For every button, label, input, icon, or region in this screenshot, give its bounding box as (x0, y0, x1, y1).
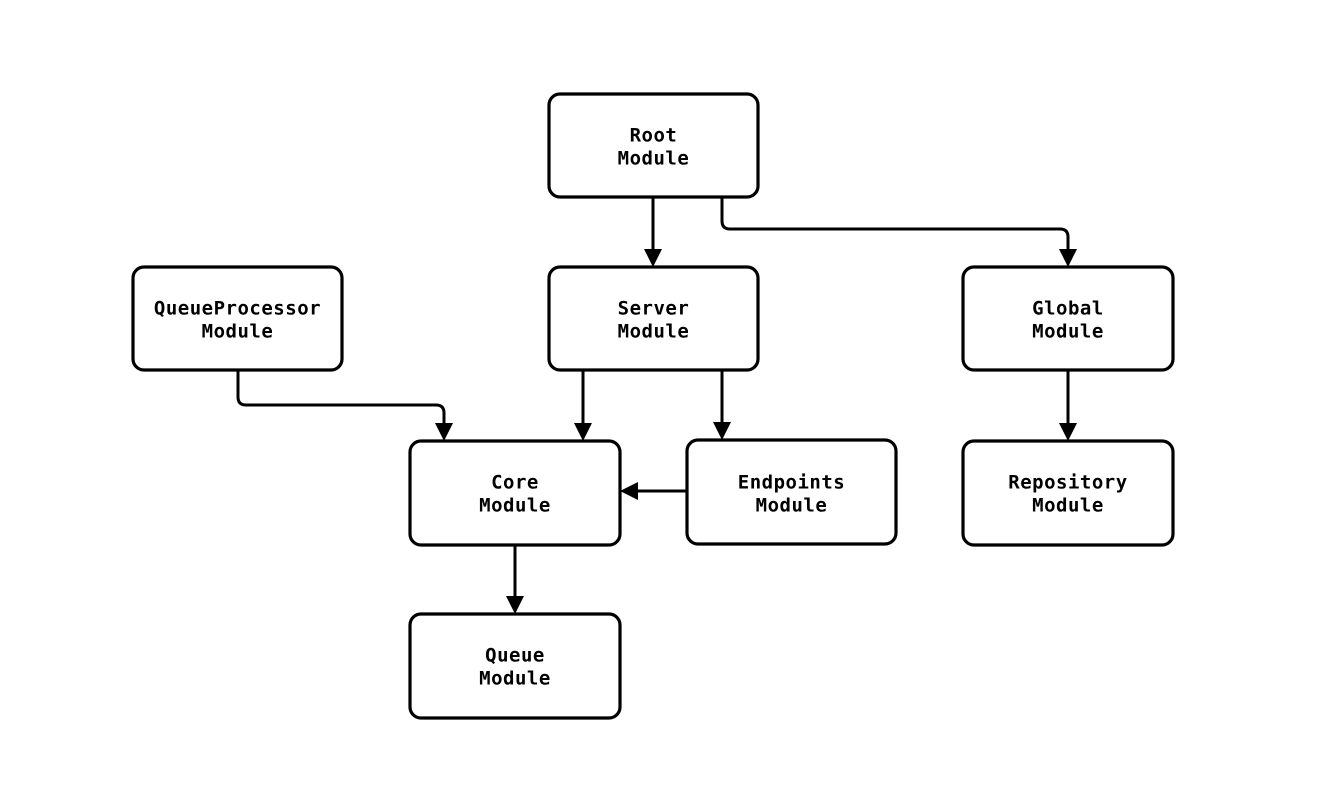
node-label-line2: Module (618, 321, 690, 343)
node-label-line1: Endpoints (738, 472, 845, 494)
edge-server-to-core (574, 370, 592, 441)
node-label-line2: Module (1032, 321, 1104, 343)
edge-root-to-server (644, 197, 662, 267)
node-box[interactable] (131, 265, 344, 372)
node-box[interactable] (408, 439, 622, 547)
edge-core-to-queue (506, 545, 524, 614)
edge-endpoints-to-core (620, 482, 687, 500)
node-box[interactable] (685, 438, 898, 546)
node-queue-module[interactable]: Queue Module (408, 612, 622, 720)
node-label-line1: Global (1032, 298, 1104, 320)
node-layer: Root Module QueueProcessor Module Server… (131, 92, 1175, 720)
node-box[interactable] (408, 612, 622, 720)
node-label-line2: Module (756, 495, 828, 517)
edge-server-to-endpoints (713, 370, 731, 440)
node-server-module[interactable]: Server Module (547, 265, 760, 372)
edge-line (720, 197, 1070, 249)
node-label-line1: Queue (485, 645, 545, 667)
node-label-line1: QueueProcessor (154, 298, 321, 320)
node-label-line2: Module (479, 668, 551, 690)
edge-line (236, 370, 446, 423)
edge-queueprocessor-to-core (236, 370, 453, 441)
arrow-head-icon (644, 249, 662, 267)
edge-layer (236, 197, 1077, 614)
arrow-head-icon (620, 482, 638, 500)
arrow-head-icon (1059, 249, 1077, 267)
node-repository-module[interactable]: Repository Module (961, 439, 1175, 547)
node-label-line1: Server (618, 298, 690, 320)
edge-root-to-global (720, 197, 1077, 267)
node-label-line2: Module (618, 148, 690, 170)
node-root-module[interactable]: Root Module (547, 92, 760, 199)
arrow-head-icon (574, 423, 592, 441)
node-label-line1: Root (630, 125, 678, 147)
node-box[interactable] (547, 265, 760, 372)
node-box[interactable] (547, 92, 760, 199)
node-box[interactable] (961, 265, 1175, 372)
node-queueprocessor-module[interactable]: QueueProcessor Module (131, 265, 344, 372)
arrow-head-icon (1059, 423, 1077, 441)
node-endpoints-module[interactable]: Endpoints Module (685, 438, 898, 546)
node-label-line2: Module (202, 321, 274, 343)
edge-global-to-repository (1059, 370, 1077, 441)
node-label-line2: Module (1032, 495, 1104, 517)
node-label-line1: Repository (1008, 472, 1127, 494)
arrow-head-icon (713, 422, 731, 440)
node-core-module[interactable]: Core Module (408, 439, 622, 547)
node-global-module[interactable]: Global Module (961, 265, 1175, 372)
node-box[interactable] (961, 439, 1175, 547)
arrow-head-icon (506, 596, 524, 614)
arrow-head-icon (435, 423, 453, 441)
node-label-line2: Module (479, 495, 551, 517)
node-label-line1: Core (491, 472, 539, 494)
